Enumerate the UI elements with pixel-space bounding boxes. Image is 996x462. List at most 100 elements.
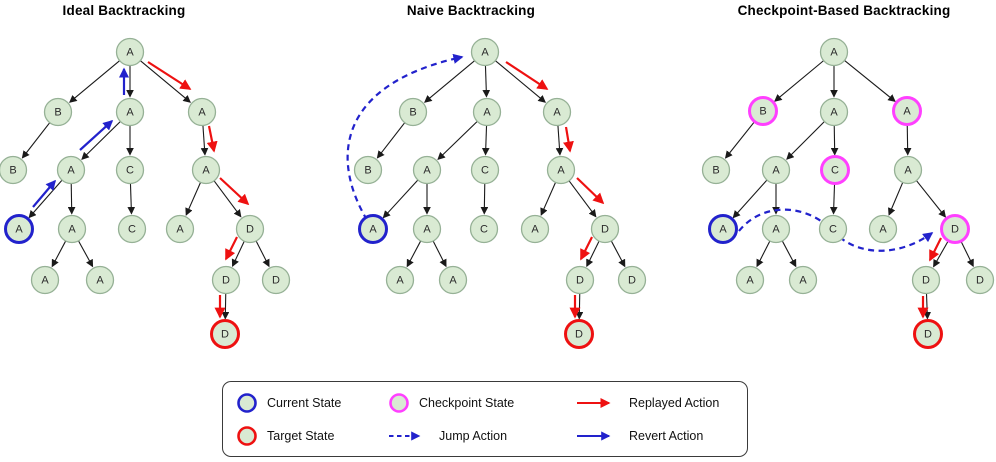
tree-node-a: A xyxy=(30,265,60,295)
tree-edge xyxy=(213,180,242,218)
replayed-action-arrow xyxy=(147,61,192,90)
legend-item-checkpoint-state: Checkpoint State xyxy=(387,390,553,416)
tree-node-a: A xyxy=(191,155,221,185)
tree-edge xyxy=(185,182,202,216)
tree-node-a-current: A xyxy=(4,214,34,244)
tree-edge xyxy=(437,120,478,161)
tree-node-b: B xyxy=(0,155,28,185)
tree-edge xyxy=(756,240,771,268)
svg-text:A: A xyxy=(126,107,134,119)
jump-action-arrow xyxy=(346,53,464,221)
tree-edge xyxy=(69,60,120,103)
tree-node-a: A xyxy=(412,155,442,185)
tree-node-d: D xyxy=(261,265,291,295)
svg-text:A: A xyxy=(423,224,431,236)
svg-text:B: B xyxy=(9,165,16,177)
legend: Current State Checkpoint State Replayed … xyxy=(222,381,748,457)
tree-node-a: A xyxy=(893,155,923,185)
svg-text:D: D xyxy=(246,224,254,236)
replayed-action-arrow xyxy=(206,125,218,153)
tree-node-b-checkpoint: B xyxy=(748,96,778,126)
tree-node-d: D xyxy=(565,265,595,295)
svg-text:D: D xyxy=(601,224,609,236)
svg-text:A: A xyxy=(423,165,431,177)
tree-edge xyxy=(829,183,838,215)
svg-text:D: D xyxy=(951,224,959,236)
tree-node-a: A xyxy=(819,37,849,67)
tree-node-a: A xyxy=(470,37,500,67)
current-state-icon xyxy=(237,392,257,413)
svg-text:D: D xyxy=(976,275,984,287)
svg-text:A: A xyxy=(15,224,23,236)
tree-edge xyxy=(200,125,209,156)
replayed-action-arrow xyxy=(580,236,593,261)
tree-edge xyxy=(21,122,51,159)
tree-edge xyxy=(830,125,839,156)
svg-text:D: D xyxy=(575,329,583,341)
svg-text:D: D xyxy=(222,275,230,287)
svg-text:D: D xyxy=(576,275,584,287)
tree-edge xyxy=(610,240,626,268)
tree-edge xyxy=(923,293,932,320)
tree-edge xyxy=(78,240,94,268)
legend-label: Replayed Action xyxy=(629,395,720,410)
tree-node-c: C xyxy=(115,155,145,185)
tree-node-a: A xyxy=(85,265,115,295)
tree-node-a: A xyxy=(187,97,217,127)
replayed-action-arrow xyxy=(225,236,238,261)
checkpoint-state-icon xyxy=(389,392,409,413)
tree-node-d-target: D xyxy=(913,319,943,349)
replayed-action-arrow xyxy=(576,177,605,205)
svg-text:A: A xyxy=(67,165,75,177)
svg-text:C: C xyxy=(481,165,489,177)
tree-edge xyxy=(28,179,63,219)
legend-item-revert-action: Revert Action xyxy=(553,429,741,443)
tree-node-a: A xyxy=(788,265,818,295)
svg-text:A: A xyxy=(799,275,807,287)
svg-text:B: B xyxy=(54,107,61,119)
svg-text:B: B xyxy=(712,165,719,177)
tree-node-a: A xyxy=(412,214,442,244)
revert-action-arrow xyxy=(79,119,114,151)
tree-node-d: D xyxy=(590,214,620,244)
tree-node-a: A xyxy=(56,155,86,185)
tree-edge xyxy=(844,60,896,102)
legend-label: Target State xyxy=(267,428,335,443)
panel-title-naive: Naive Backtracking xyxy=(406,3,536,18)
tree-node-a: A xyxy=(735,265,765,295)
tree-edge xyxy=(555,125,564,156)
panel-title-ideal: Ideal Backtracking xyxy=(62,3,186,18)
tree-node-a-checkpoint: A xyxy=(892,96,922,126)
tree-node-d-checkpoint: D xyxy=(940,214,970,244)
svg-text:A: A xyxy=(719,224,727,236)
tree-edge xyxy=(540,182,557,216)
svg-text:B: B xyxy=(409,107,416,119)
tree-node-a: A xyxy=(165,214,195,244)
svg-text:A: A xyxy=(830,47,838,59)
svg-text:A: A xyxy=(449,275,457,287)
svg-text:A: A xyxy=(772,165,780,177)
svg-text:A: A xyxy=(68,224,76,236)
tree-edge xyxy=(774,60,824,102)
tree-edge xyxy=(480,183,489,215)
tree-edge xyxy=(888,182,904,216)
tree-node-d: D xyxy=(211,265,241,295)
svg-text:B: B xyxy=(759,106,766,118)
svg-text:A: A xyxy=(176,224,184,236)
svg-text:A: A xyxy=(369,224,377,236)
tree-edge xyxy=(495,60,546,103)
tree-edge xyxy=(255,240,270,268)
revert-action-arrow xyxy=(32,179,56,208)
svg-text:A: A xyxy=(746,275,754,287)
replayed-action-icon xyxy=(577,397,611,408)
tree-node-a: A xyxy=(57,214,87,244)
tree-node-a: A xyxy=(761,214,791,244)
tree-edge xyxy=(406,240,422,268)
svg-text:A: A xyxy=(41,275,49,287)
tree-node-a-current: A xyxy=(358,214,388,244)
